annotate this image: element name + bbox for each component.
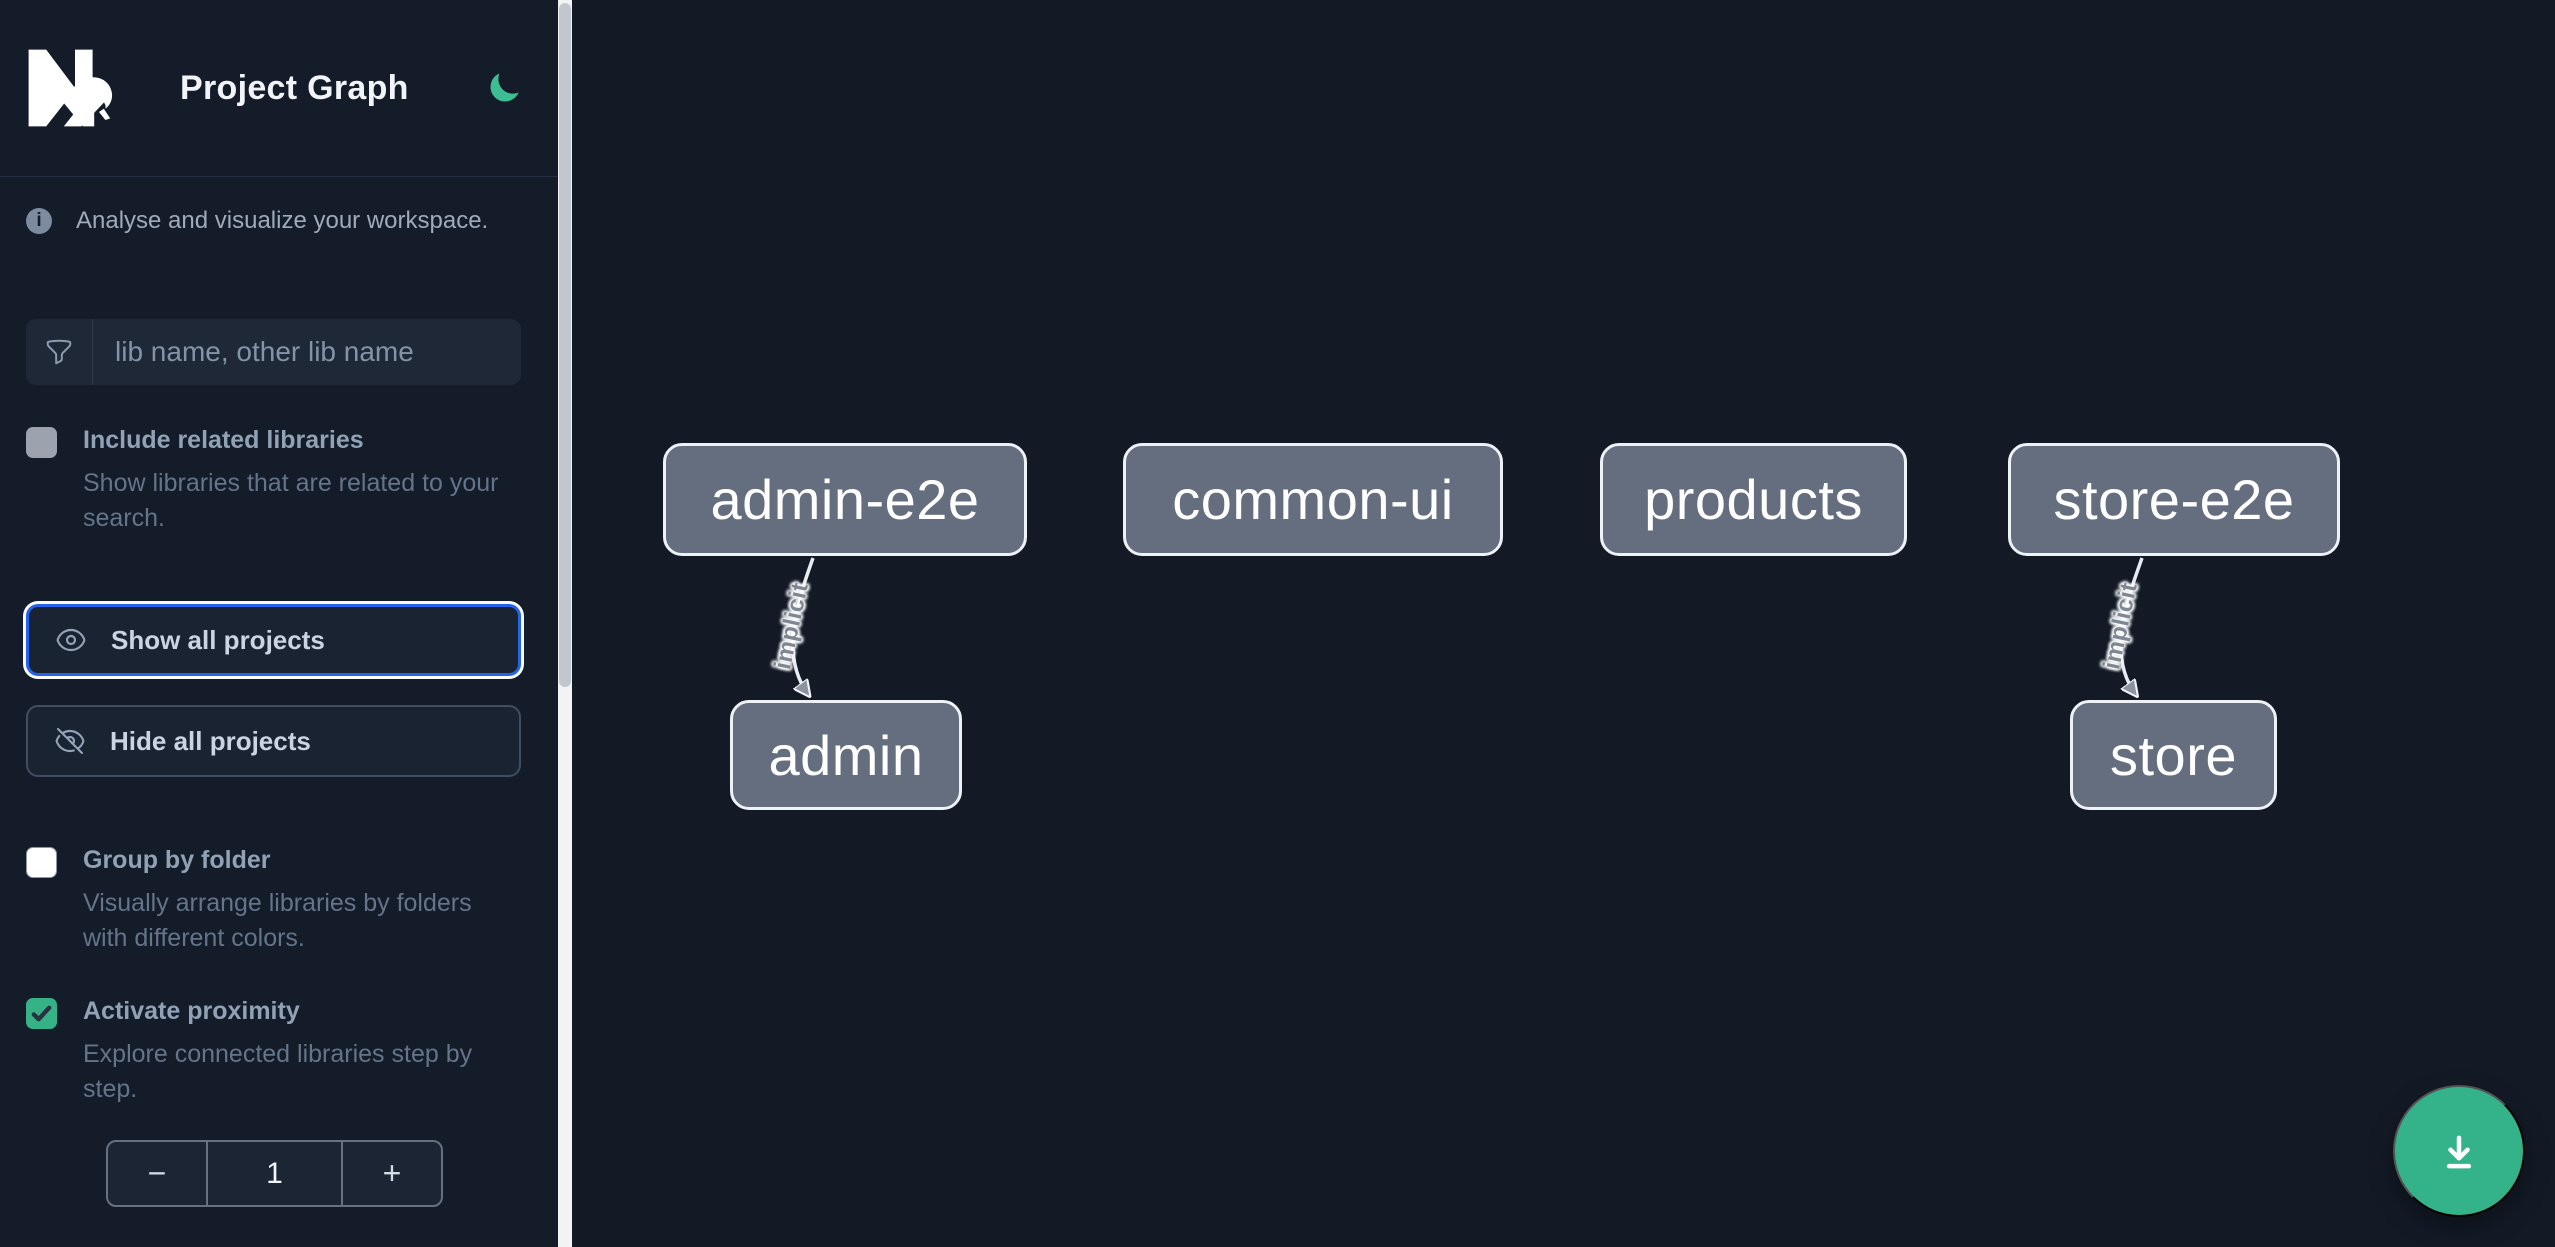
graph-node-admin-e2e[interactable]: admin-e2e xyxy=(663,443,1027,556)
group-by-folder-description: Visually arrange libraries by folders wi… xyxy=(83,889,472,952)
increment-button[interactable]: + xyxy=(382,1155,402,1191)
edge-store-e2e-store xyxy=(2119,557,2144,694)
show-all-projects-button[interactable]: Show all projects xyxy=(26,604,521,676)
graph-node-store-e2e[interactable]: store-e2e xyxy=(2008,443,2340,556)
graph-node-common-ui[interactable]: common-ui xyxy=(1123,443,1503,556)
sidebar-header: Project Graph xyxy=(0,0,572,177)
activate-proximity-toggle[interactable]: Activate proximity Explore connected lib… xyxy=(0,996,572,1107)
download-graph-button[interactable] xyxy=(2393,1085,2525,1217)
include-related-checkbox[interactable] xyxy=(26,427,57,458)
hide-all-projects-button[interactable]: Hide all projects xyxy=(26,705,521,777)
eye-slash-icon xyxy=(55,727,85,755)
group-by-folder-checkbox[interactable] xyxy=(26,847,57,878)
proximity-depth-stepper: − 1 + xyxy=(106,1140,443,1207)
download-icon xyxy=(2446,1135,2472,1169)
nx-logo-icon xyxy=(28,49,113,127)
funnel-filter-icon xyxy=(26,319,93,385)
graph-node-store[interactable]: store xyxy=(2070,700,2277,810)
graph-node-products[interactable]: products xyxy=(1600,443,1907,556)
include-related-toggle[interactable]: Include related libraries Show libraries… xyxy=(0,425,572,536)
sidebar: Project Graph i Analyse and visualize yo… xyxy=(0,0,572,1247)
page-title: Project Graph xyxy=(180,68,409,107)
edge-admin-e2e-admin xyxy=(791,557,815,694)
dark-mode-moon-icon[interactable] xyxy=(486,70,522,106)
sidebar-scrollbar-thumb[interactable] xyxy=(559,3,571,687)
group-by-folder-label: Group by folder xyxy=(83,846,271,874)
check-icon xyxy=(31,1005,52,1022)
sidebar-scrollbar[interactable] xyxy=(558,0,572,1247)
eye-icon xyxy=(56,628,86,652)
info-icon: i xyxy=(26,208,52,234)
activate-proximity-label: Activate proximity xyxy=(83,997,300,1025)
graph-canvas[interactable]: admin-e2e common-ui products store-e2e admin… xyxy=(572,0,2555,1247)
search-box xyxy=(26,319,521,385)
filter-libs-input[interactable] xyxy=(93,319,521,385)
show-all-projects-label: Show all projects xyxy=(111,624,325,655)
workspace-info: i Analyse and visualize your workspace. xyxy=(0,207,572,235)
graph-node-admin[interactable]: admin xyxy=(730,700,962,810)
activate-proximity-checkbox[interactable] xyxy=(26,998,57,1029)
decrement-button[interactable]: − xyxy=(147,1155,167,1191)
hide-all-projects-label: Hide all projects xyxy=(110,725,311,756)
edges-layer xyxy=(791,557,2144,1247)
include-related-label: Include related libraries xyxy=(83,426,364,454)
activate-proximity-description: Explore connected libraries step by step… xyxy=(83,1040,473,1103)
group-by-folder-toggle[interactable]: Group by folder Visually arrange librari… xyxy=(0,845,572,956)
include-related-description: Show libraries that are related to your … xyxy=(83,469,499,532)
info-text: Analyse and visualize your workspace. xyxy=(76,207,489,234)
proximity-depth-value: 1 xyxy=(206,1142,343,1205)
